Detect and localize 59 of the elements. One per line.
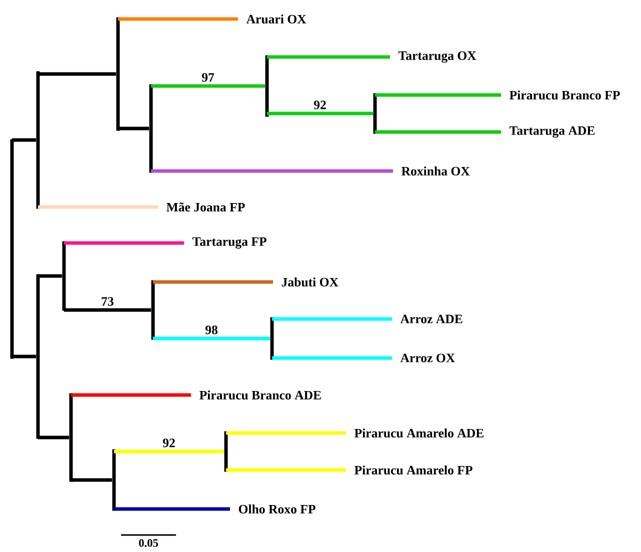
leaf-label: Mãe Joana FP (166, 202, 245, 212)
branch-bar (36, 274, 40, 439)
leaf-label: Pirarucu Branco ADE (199, 390, 321, 400)
branch-line (272, 356, 392, 360)
branch-line (267, 55, 390, 59)
branch-bar (373, 93, 377, 134)
leaf-label: Arroz ADE (400, 314, 462, 324)
branch-line (226, 468, 346, 472)
leaf-label: Tartaruga FP (192, 237, 266, 249)
branch-bar (69, 393, 73, 482)
branch-line (375, 130, 501, 134)
leaf-label: Pirarucu Branco FP (509, 90, 620, 100)
branch-line (71, 478, 112, 482)
bootstrap-value: 97 (200, 72, 216, 84)
leaf-label: Arroz OX (400, 354, 455, 362)
bootstrap-value: 73 (100, 296, 116, 308)
branch-line (38, 205, 158, 209)
branch-line (118, 17, 238, 21)
branch-line (38, 72, 116, 76)
bootstrap-value: 92 (312, 99, 328, 111)
bootstrap-value: 92 (161, 437, 177, 449)
branch-line (114, 507, 230, 511)
branch-line (64, 241, 184, 245)
branch-line (71, 393, 191, 397)
branch-bar (224, 431, 228, 472)
branch-line (64, 308, 151, 312)
branch-line (38, 436, 69, 440)
leaf-label: Aruari OX (246, 14, 306, 24)
branch-bar (270, 317, 274, 360)
branch-line (226, 431, 346, 435)
bootstrap-value: 98 (204, 324, 220, 336)
branch-line (375, 93, 501, 97)
branch-line (12, 138, 36, 142)
branch-line (151, 84, 265, 88)
leaf-label: Tartaruga ADE (509, 126, 595, 138)
leaf-label: Pirarucu Amarelo FP (354, 465, 472, 475)
branch-bar (62, 241, 66, 311)
branch-line (114, 450, 224, 454)
branch-line (153, 336, 270, 340)
branch-line (153, 280, 273, 284)
leaf-label: Roxinha OX (401, 166, 470, 176)
branch-line (118, 126, 149, 130)
branch-line (12, 354, 36, 358)
leaf-label: Jabuti OX (282, 277, 338, 286)
branch-line (272, 317, 392, 321)
branch-bar (149, 84, 153, 173)
branch-bar (265, 55, 269, 117)
branch-line (151, 169, 393, 173)
branch-line (267, 112, 373, 116)
branch-bar (151, 280, 155, 340)
leaf-label: Tartaruga OX (398, 51, 476, 63)
branch-bar (36, 71, 40, 209)
branch-bar (116, 17, 120, 131)
branch-bar (112, 449, 116, 511)
leaf-label: Olho Roxo FP (238, 504, 316, 514)
scale-label: 0.05 (139, 539, 158, 547)
branch-line (38, 274, 62, 278)
branch-bar (10, 139, 14, 359)
leaf-label: Pirarucu Amarelo ADE (354, 428, 484, 438)
